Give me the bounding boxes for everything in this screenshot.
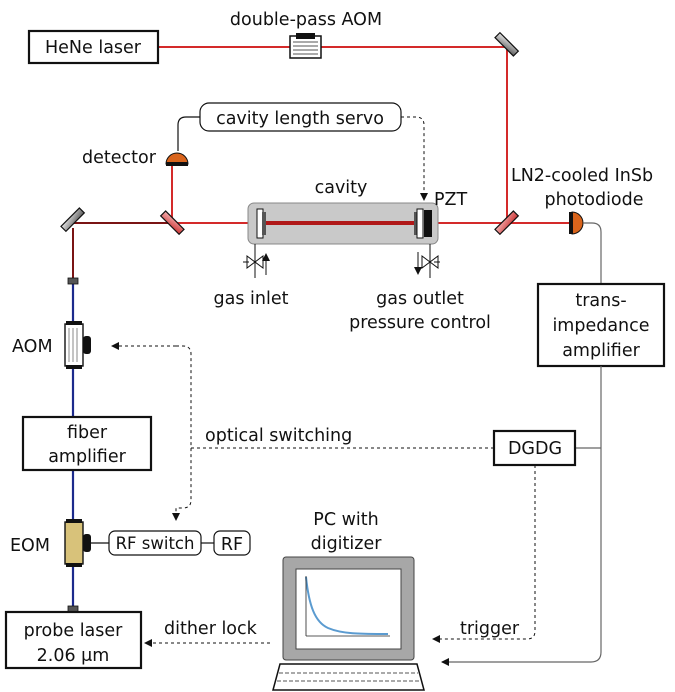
cavity-body	[247, 202, 439, 245]
tia-label-line1: trans-	[575, 291, 626, 311]
optical-switching-label: optical switching	[205, 426, 352, 446]
cavity-length-servo-label: cavity length servo	[216, 109, 384, 129]
rf-switch-label: RF switch	[116, 534, 195, 553]
gas-outlet-valve-icon	[414, 244, 440, 278]
photodiode-label-line1: LN2-cooled InSb	[511, 166, 653, 186]
fiber-amplifier-box	[21, 415, 153, 472]
detector-label: detector	[82, 148, 157, 168]
mirror-left-icon	[60, 207, 86, 233]
tia-to-pc-line	[441, 366, 602, 666]
pc-monitor-icon	[282, 556, 415, 661]
beamsplitter-left-icon	[159, 210, 185, 236]
dgdg-box	[492, 429, 577, 467]
pressure-control-label: pressure control	[349, 313, 491, 333]
servo-detector-line	[177, 116, 200, 151]
fiber-amplifier-label-line1: fiber	[67, 423, 108, 443]
cavity-mirror-left-icon	[256, 208, 266, 239]
pc-keyboard-icon	[272, 663, 425, 691]
cavity-label: cavity	[315, 178, 368, 198]
servo-pzt-arrow	[401, 116, 428, 201]
probe-laser-label-line1: probe laser	[24, 621, 124, 641]
tia-label-line2: impedance	[552, 316, 649, 336]
double-pass-aom-icon	[289, 33, 322, 59]
probe-laser-label-line2: 2.06 μm	[37, 646, 110, 666]
probe-laser-box	[4, 610, 143, 670]
trigger-label: trigger	[460, 619, 520, 639]
hene-beam	[158, 46, 508, 223]
dgdg-label: DGDG	[508, 439, 562, 459]
eom-label: EOM	[10, 536, 50, 556]
beamsplitter-right-icon	[494, 210, 520, 236]
mirror-top-right-icon	[494, 31, 520, 57]
detector-icon	[165, 152, 189, 166]
decay-curve	[305, 576, 389, 635]
pc-label-line2: digitizer	[311, 534, 383, 554]
aom-label: AOM	[12, 337, 53, 357]
fiber-amplifier-label-line2: amplifier	[48, 447, 126, 467]
pc-label-line1: PC with	[313, 510, 378, 530]
rf-label: RF	[221, 535, 243, 555]
gas-inlet-valve-icon	[243, 244, 270, 278]
eom-icon	[64, 519, 91, 567]
tia-label-line3: amplifier	[562, 341, 640, 361]
pzt-label: PZT	[434, 190, 468, 210]
hene-laser-box	[27, 29, 160, 65]
gas-outlet-label: gas outlet	[376, 289, 464, 309]
double-pass-aom-label: double-pass AOM	[230, 10, 382, 30]
rf-switch-to-aom-dashed	[172, 345, 192, 521]
dither-lock-label: dither lock	[164, 619, 258, 639]
rf-box	[213, 530, 251, 556]
photodiode-icon	[569, 211, 584, 235]
cavity-mirror-right-icon	[414, 208, 432, 239]
dgdg-trigger-line	[432, 465, 536, 643]
aom-icon	[64, 321, 91, 369]
gas-inlet-label: gas inlet	[214, 289, 289, 309]
photodiode-label-line2: photodiode	[544, 190, 643, 210]
photodiode-to-tia-line	[583, 222, 602, 284]
hene-laser-label: HeNe laser	[45, 38, 142, 58]
